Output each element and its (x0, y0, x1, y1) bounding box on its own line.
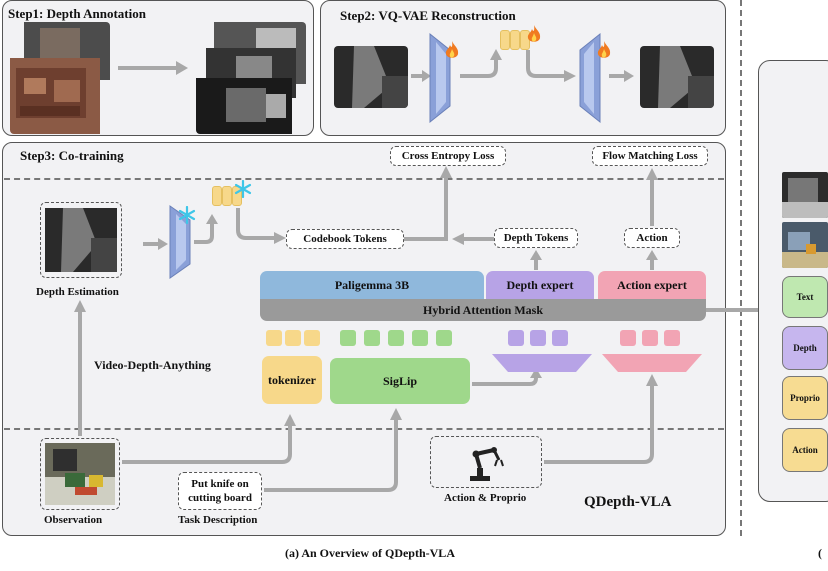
action-projector (602, 354, 702, 372)
fire-icon (445, 41, 459, 58)
side-item-text: Text (782, 276, 828, 318)
action-proprio-label: Action & Proprio (444, 492, 527, 504)
action-expert-label: Action expert (617, 277, 687, 292)
depth-estimation-frame (40, 202, 122, 278)
observation-to-depth-arrow (74, 300, 86, 436)
step2-arrow-3 (526, 50, 576, 82)
side-item-proprio: Proprio (782, 376, 828, 420)
action-box: Action (624, 228, 680, 248)
tokenizer-label: tokenizer (268, 372, 316, 387)
siglip-label: SigLip (382, 373, 418, 388)
step2-input-depth (334, 46, 408, 108)
side-item-depth: Depth (782, 326, 828, 370)
proprio-to-action-expert-arrow (544, 374, 658, 464)
step2-decoder (579, 32, 601, 124)
step2-arrow-1 (411, 70, 431, 82)
tokens-to-cross-entropy-arrows (404, 166, 494, 245)
action-expert-to-action-arrow (646, 250, 658, 270)
robot-arm-icon (470, 447, 504, 481)
paligemma-bar: Paligemma 3B (260, 271, 484, 299)
fire-icon (597, 41, 611, 58)
observation-label: Observation (44, 514, 103, 526)
fire-icon (527, 25, 541, 42)
step2-encoder (429, 32, 451, 124)
depth-tokens-box: Depth Tokens (494, 228, 578, 248)
task-instruction-line1: Put knife on (191, 478, 249, 490)
depth-to-encoder-arrow (143, 238, 168, 250)
step2-reconstructed-depth (640, 46, 714, 108)
step3-title: Step3: Co-training (20, 148, 124, 163)
side-image-1 (782, 172, 828, 218)
depth-expert-label: Depth expert (506, 277, 574, 292)
step2-title: Step2: VQ-VAE Reconstruction (340, 8, 516, 23)
observation-to-tokenizer-arrow (122, 414, 296, 464)
caption-b-partial: ( (818, 546, 822, 560)
hybrid-attention-mask-label: Hybrid Attention Mask (422, 302, 543, 317)
codebook-tokens-box: Codebook Tokens (286, 229, 404, 249)
depth-expert-bar: Depth expert (486, 271, 594, 299)
siglip-box: SigLip (330, 358, 470, 404)
hybrid-attention-mask-bar: Hybrid Attention Mask (260, 299, 706, 321)
tokenizer-box: tokenizer (262, 356, 322, 404)
step1-title: Step1: Depth Annotation (8, 6, 146, 21)
observation-frame (40, 438, 120, 510)
cross-entropy-loss-box: Cross Entropy Loss (390, 146, 506, 166)
snowflake-icon (178, 206, 196, 224)
side-image-2 (782, 222, 828, 268)
video-depth-anything-label: Video-Depth-Anything (94, 358, 211, 372)
snowflake-icon (234, 180, 252, 198)
side-item-action: Action (782, 428, 828, 472)
depth-estimation-label: Depth Estimation (36, 286, 119, 298)
robot-arm-frame (430, 436, 542, 488)
step3-top-divider (4, 178, 724, 180)
step1-arrow (118, 61, 188, 75)
task-description-label: Task Description (178, 514, 258, 526)
task-instruction-box: Put knife on cutting board (178, 472, 262, 510)
step2-arrow-2 (460, 49, 502, 78)
depth-expert-to-tokens-arrow (530, 250, 542, 270)
model-name: QDepth-VLA (584, 494, 672, 510)
step3-bottom-divider (4, 428, 724, 430)
paligemma-label: Paligemma 3B (334, 277, 410, 292)
action-expert-bar: Action expert (598, 271, 706, 299)
encoder-to-codebook-arrow (194, 214, 218, 244)
section-separator (740, 0, 742, 536)
siglip-to-depth-arrow (472, 372, 542, 386)
caption-a: (a) An Overview of QDepth-VLA (285, 546, 455, 560)
task-to-siglip-arrow (264, 408, 402, 492)
flow-matching-loss-box: Flow Matching Loss (592, 146, 708, 166)
task-instruction-line2: cutting board (188, 492, 252, 504)
action-to-flow-loss-arrow (646, 168, 658, 226)
step1-depth-maps (196, 22, 306, 134)
step3-encoder (169, 205, 191, 279)
codebook-to-tokens-arrow (236, 208, 286, 244)
step1-rgb-images (10, 22, 110, 134)
depth-projector (492, 354, 592, 372)
step2-arrow-4 (609, 70, 634, 82)
